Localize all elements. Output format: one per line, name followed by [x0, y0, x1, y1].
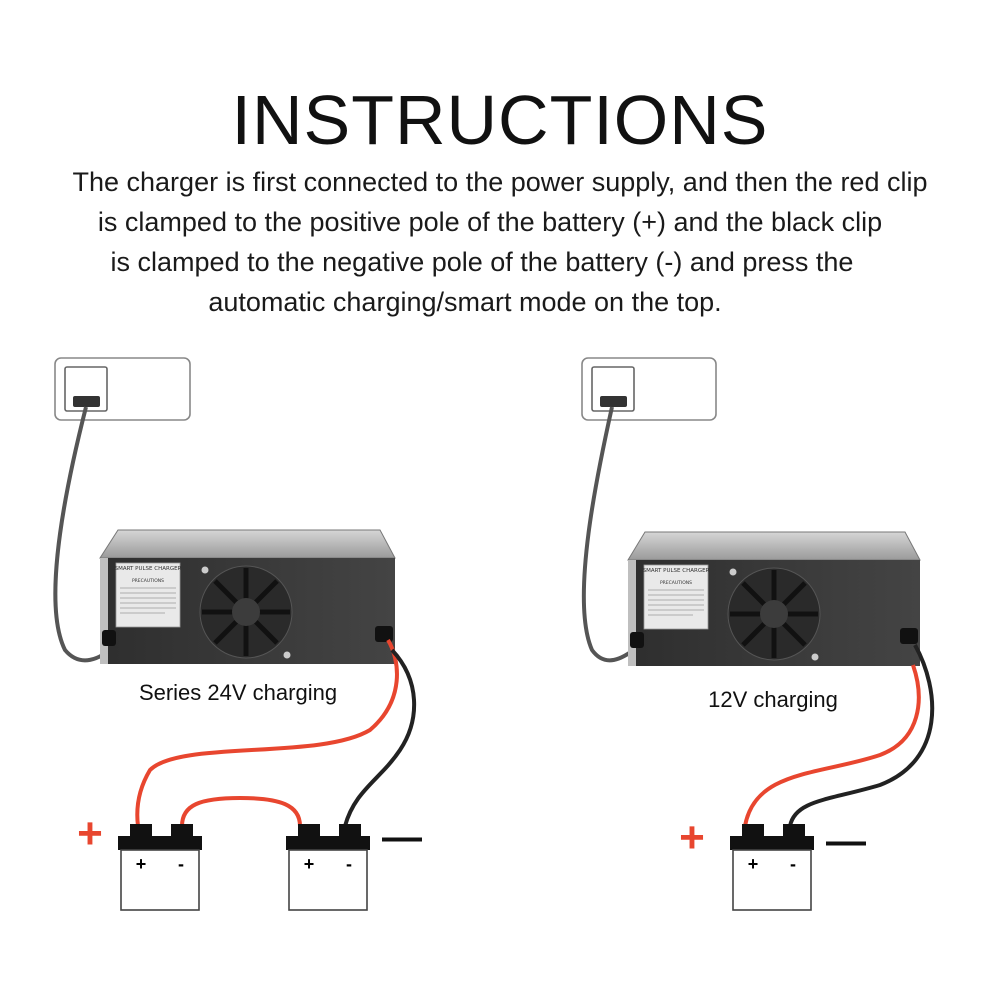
left-battery-1-plus: + [136, 854, 147, 874]
left-battery-2-minus: - [346, 854, 352, 874]
right-negative-wire [788, 644, 935, 827]
right-charger: SMART PULSE CHARGER PRECAUTIONS [627, 531, 921, 666]
left-diagram: SMART PULSE CHARGER PRECAUTIONS [53, 357, 422, 911]
left-diagram-caption: Series 24V charging [139, 680, 337, 705]
right-charger-label: SMART PULSE CHARGER [643, 568, 710, 574]
right-battery: + - [730, 824, 814, 911]
left-battery-1: + - [118, 824, 202, 911]
left-fan-icon [199, 565, 293, 659]
instruction-line-2: is clamped to the positive pole of the b… [97, 207, 883, 237]
right-plug [600, 396, 627, 407]
left-plug [73, 396, 100, 407]
right-diagram-caption: 12V charging [708, 687, 838, 712]
right-plus-sign: + [679, 813, 705, 862]
right-precautions-label: PRECAUTIONS [660, 580, 692, 586]
left-series-link-wire [180, 795, 302, 827]
right-battery-minus: - [790, 854, 796, 874]
right-power-cable [581, 406, 642, 663]
left-battery-2-plus: + [304, 854, 315, 874]
instruction-line-4: automatic charging/smart mode on the top… [208, 287, 722, 317]
right-diagram: SMART PULSE CHARGER PRECAUTIONS [581, 357, 935, 911]
right-battery-plus: + [748, 854, 759, 874]
left-minus-sign: — [382, 815, 422, 859]
right-minus-sign: — [826, 819, 866, 863]
left-power-cable [53, 406, 117, 663]
instruction-line-3: is clamped to the negative pole of the b… [110, 247, 854, 277]
left-battery-1-minus: - [178, 854, 184, 874]
left-power-outlet [54, 357, 191, 421]
right-positive-wire [743, 664, 921, 827]
left-positive-wire [135, 638, 399, 827]
instruction-line-1: The charger is first connected to the po… [72, 167, 928, 197]
left-negative-wire [343, 648, 417, 827]
left-battery-2: + - [286, 824, 370, 911]
right-power-outlet [581, 357, 717, 421]
left-plus-sign: + [77, 809, 103, 858]
left-charger-label: SMART PULSE CHARGER [115, 566, 182, 572]
right-fan-icon [727, 567, 821, 661]
left-precautions-label: PRECAUTIONS [132, 578, 164, 584]
left-charger: SMART PULSE CHARGER PRECAUTIONS [99, 529, 396, 664]
page-title: INSTRUCTIONS [231, 81, 769, 159]
